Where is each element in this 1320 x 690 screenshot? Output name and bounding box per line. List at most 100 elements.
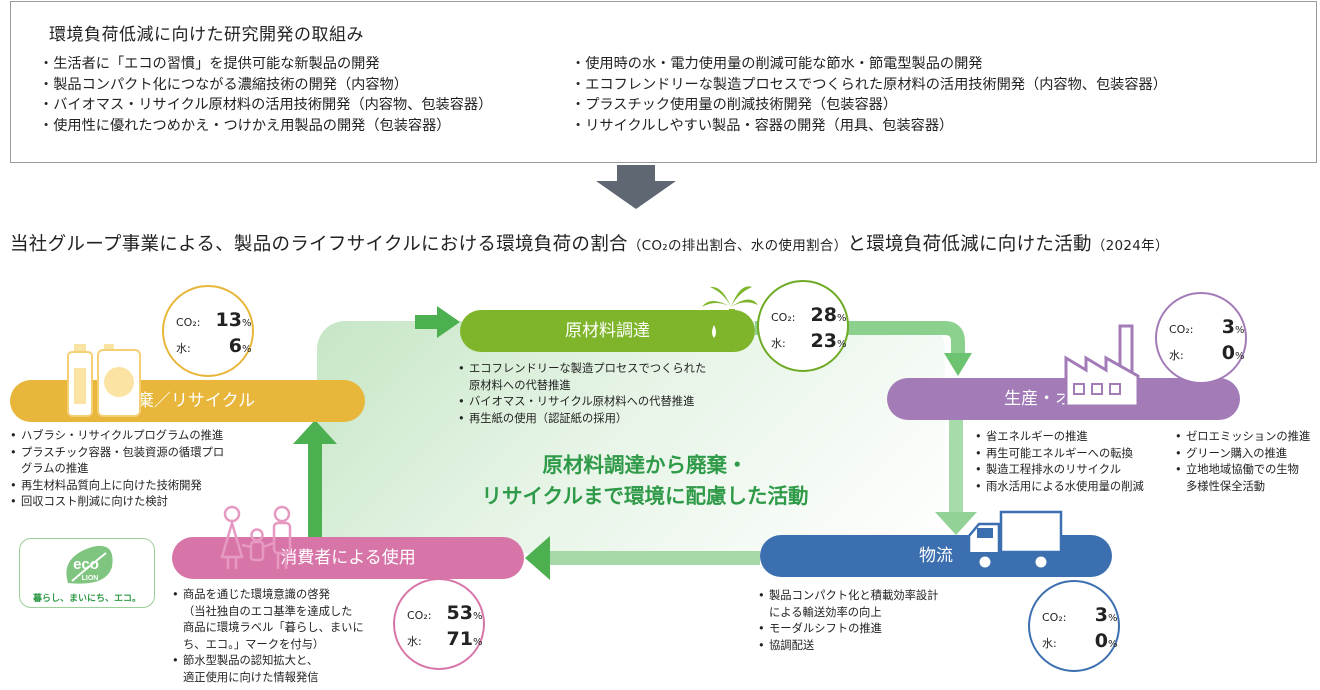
stage-consumer-label: 消費者による使用 xyxy=(280,548,416,568)
percent-unit: % xyxy=(837,339,847,350)
stage-raw-pill: 原材料調達 xyxy=(460,310,755,352)
family-icon xyxy=(220,505,292,569)
percent-unit: % xyxy=(1235,351,1245,362)
rd-item: リサイクルしやすい製品・容器の開発（用具、包装容器） xyxy=(571,116,1167,137)
stage-production-ratio: CO₂: 3% 水: 0% xyxy=(1155,292,1247,384)
activity-item: 再生可能エネルギーへの転換 xyxy=(975,446,1144,463)
activity-item-cont: （当社独自のエコ基準を達成した xyxy=(183,604,353,618)
section-title-paren: （CO₂の排出割合、水の使用割合） xyxy=(627,238,848,254)
rd-item: エコフレンドリーな製造プロセスでつくられた原材料の活用技術開発（内容物、包装容器… xyxy=(571,75,1167,96)
eco-brand: LION xyxy=(82,575,99,582)
arrow-to-consumer-icon xyxy=(525,536,760,580)
water-label: 水: xyxy=(407,635,422,648)
factory-icon xyxy=(1064,324,1140,408)
co2-value: 13 xyxy=(215,309,242,331)
stage-raw-ratio: CO₂:28% 水:23% xyxy=(757,280,849,372)
percent-unit: % xyxy=(473,637,483,648)
percent-unit: % xyxy=(473,611,483,622)
percent-unit: % xyxy=(242,344,252,355)
percent-unit: % xyxy=(1235,325,1245,336)
activity-item: 節水型製品の認知拡大と、 xyxy=(172,653,364,670)
activity-item-cont: ち、エコ。」マークを付与） xyxy=(183,637,325,651)
rd-item: 製品コンパクト化につながる濃縮技術の開発（内容物） xyxy=(39,75,492,96)
eco-label-logo: eco LION 暮らし、まいにち、エコ。 xyxy=(19,538,155,608)
arrow-to-logistics-icon xyxy=(935,420,977,535)
rd-item: プラスチック使用量の削減技術開発（包装容器） xyxy=(571,95,1167,116)
co2-label: CO₂: xyxy=(1169,323,1194,336)
water-value: 23 xyxy=(810,330,837,352)
activity-item: 商品を通じた環境意識の啓発 xyxy=(172,587,364,604)
stage-disposal-pill: 廃棄／リサイクル xyxy=(10,380,365,422)
percent-unit: % xyxy=(242,318,252,329)
stage-production-activities-1: 省エネルギーの推進 再生可能エネルギーへの転換 製造工程排水のリサイクル 雨水活… xyxy=(975,429,1144,495)
activity-item: 製品コンパクト化と積載効率設計 xyxy=(758,588,938,605)
stage-consumer-ratio: CO₂: 53% 水: 71% xyxy=(393,578,485,670)
center-message: 原材料調達から廃棄・ リサイクルまで環境に配慮した活動 xyxy=(481,453,809,508)
water-label: 水: xyxy=(1169,349,1184,362)
arrow-to-disposal-icon xyxy=(293,420,337,538)
co2-value: 3 xyxy=(1221,316,1235,338)
activity-item-cont: による輸送効率の向上 xyxy=(769,605,882,619)
rd-item: バイオマス・リサイクル原材料の活用技術開発（内容物、包装容器） xyxy=(39,95,492,116)
activity-item: 立地地域協働での生物 xyxy=(1175,462,1310,479)
stage-disposal-activities: ハブラシ・リサイクルプログラムの推進 プラスチック容器・包装資源の循環プロ グラ… xyxy=(10,428,224,511)
rd-list-right: 使用時の水・電力使用量の削減可能な節水・節電型製品の開発 エコフレンドリーな製造… xyxy=(571,54,1167,136)
activity-item: 回収コスト削減に向けた検討 xyxy=(10,494,224,511)
activity-item-cont: 適正使用に向けた情報発信 xyxy=(183,670,319,684)
water-value: 71 xyxy=(446,628,473,650)
stage-raw-label: 原材料調達 xyxy=(565,321,650,341)
activity-item: 協調配送 xyxy=(758,638,938,655)
stage-consumer-activities: 商品を通じた環境意識の啓発 （当社独自のエコ基準を達成した 商品に環境ラベル「暮… xyxy=(172,587,364,686)
stage-disposal-ratio: CO₂:13% 水:6% xyxy=(162,285,254,377)
activity-item: グリーン購入の推進 xyxy=(1175,446,1310,463)
water-value: 0 xyxy=(1221,342,1235,364)
stage-disposal-label: 廃棄／リサイクル xyxy=(119,391,256,411)
co2-label: CO₂: xyxy=(176,316,201,329)
activity-item: プラスチック容器・包装資源の循環プロ xyxy=(10,445,224,462)
co2-label: CO₂: xyxy=(407,609,432,622)
activity-item: エコフレンドリーな製造プロセスでつくられた xyxy=(458,361,706,378)
water-label: 水: xyxy=(176,342,191,355)
rd-item: 生活者に「エコの習慣」を提供可能な新製品の開発 xyxy=(39,54,492,75)
activity-item: 再生紙の使用（認証紙の採用） xyxy=(458,411,706,428)
activity-item-cont: 多様性保全活動 xyxy=(1186,479,1266,493)
co2-label: CO₂: xyxy=(771,311,796,324)
co2-label: CO₂: xyxy=(1042,611,1067,624)
percent-unit: % xyxy=(1108,613,1118,624)
down-arrow-icon xyxy=(596,165,676,209)
activity-item: ゼロエミッションの推進 xyxy=(1175,429,1310,446)
arrow-to-production-icon xyxy=(755,321,972,376)
activity-item-cont: 商品に環境ラベル「暮らし、まいに xyxy=(183,621,364,634)
water-label: 水: xyxy=(1042,637,1057,650)
stage-logistics-activities: 製品コンパクト化と積載効率設計 による輸送効率の向上 モーダルシフトの推進 協調… xyxy=(758,588,938,654)
activity-item: バイオマス・リサイクル原材料への代替推進 xyxy=(458,394,706,411)
percent-unit: % xyxy=(1108,639,1118,650)
activity-item: 雨水活用による水使用量の削減 xyxy=(975,479,1144,496)
activity-item-cont: 原材料への代替推進 xyxy=(469,378,571,392)
activity-item: 省エネルギーの推進 xyxy=(975,429,1144,446)
water-label: 水: xyxy=(771,337,786,350)
stage-logistics-label: 物流 xyxy=(919,546,953,566)
arrow-to-raw-icon xyxy=(415,306,460,338)
co2-value: 28 xyxy=(810,304,837,326)
palm-tree-icon xyxy=(702,286,758,344)
section-title-main: 当社グループ事業による、製品のライフサイクルにおける環境負荷の割合 xyxy=(10,234,628,255)
eco-leaf-icon: eco LION xyxy=(66,545,113,584)
stage-production-activities-2: ゼロエミッションの推進 グリーン購入の推進 立地地域協働での生物 多様性保全活動 xyxy=(1175,429,1310,495)
center-panel xyxy=(317,321,945,553)
water-value: 0 xyxy=(1094,630,1108,652)
activity-item-cont: グラムの推進 xyxy=(21,462,89,475)
rd-item: 使用性に優れたつめかえ・つけかえ用製品の開発（包装容器） xyxy=(39,116,492,137)
rd-list-left: 生活者に「エコの習慣」を提供可能な新製品の開発 製品コンパクト化につながる濃縮技… xyxy=(39,54,492,136)
section-title-year: （2024年） xyxy=(1091,238,1169,254)
eco-tagline: 暮らし、まいにち、エコ。 xyxy=(32,594,141,604)
rd-item: 使用時の水・電力使用量の削減可能な節水・節電型製品の開発 xyxy=(571,54,1167,75)
truck-icon xyxy=(967,510,1063,571)
section-title-main2: と環境負荷低減に向けた活動 xyxy=(847,234,1092,255)
rd-initiatives-box: 環境負荷低減に向けた研究開発の取組み 生活者に「エコの習慣」を提供可能な新製品の… xyxy=(10,1,1317,163)
co2-value: 53 xyxy=(446,602,473,624)
activity-item: ハブラシ・リサイクルプログラムの推進 xyxy=(10,428,224,445)
bottles-icon xyxy=(67,344,141,417)
eco-text: eco xyxy=(73,556,99,573)
